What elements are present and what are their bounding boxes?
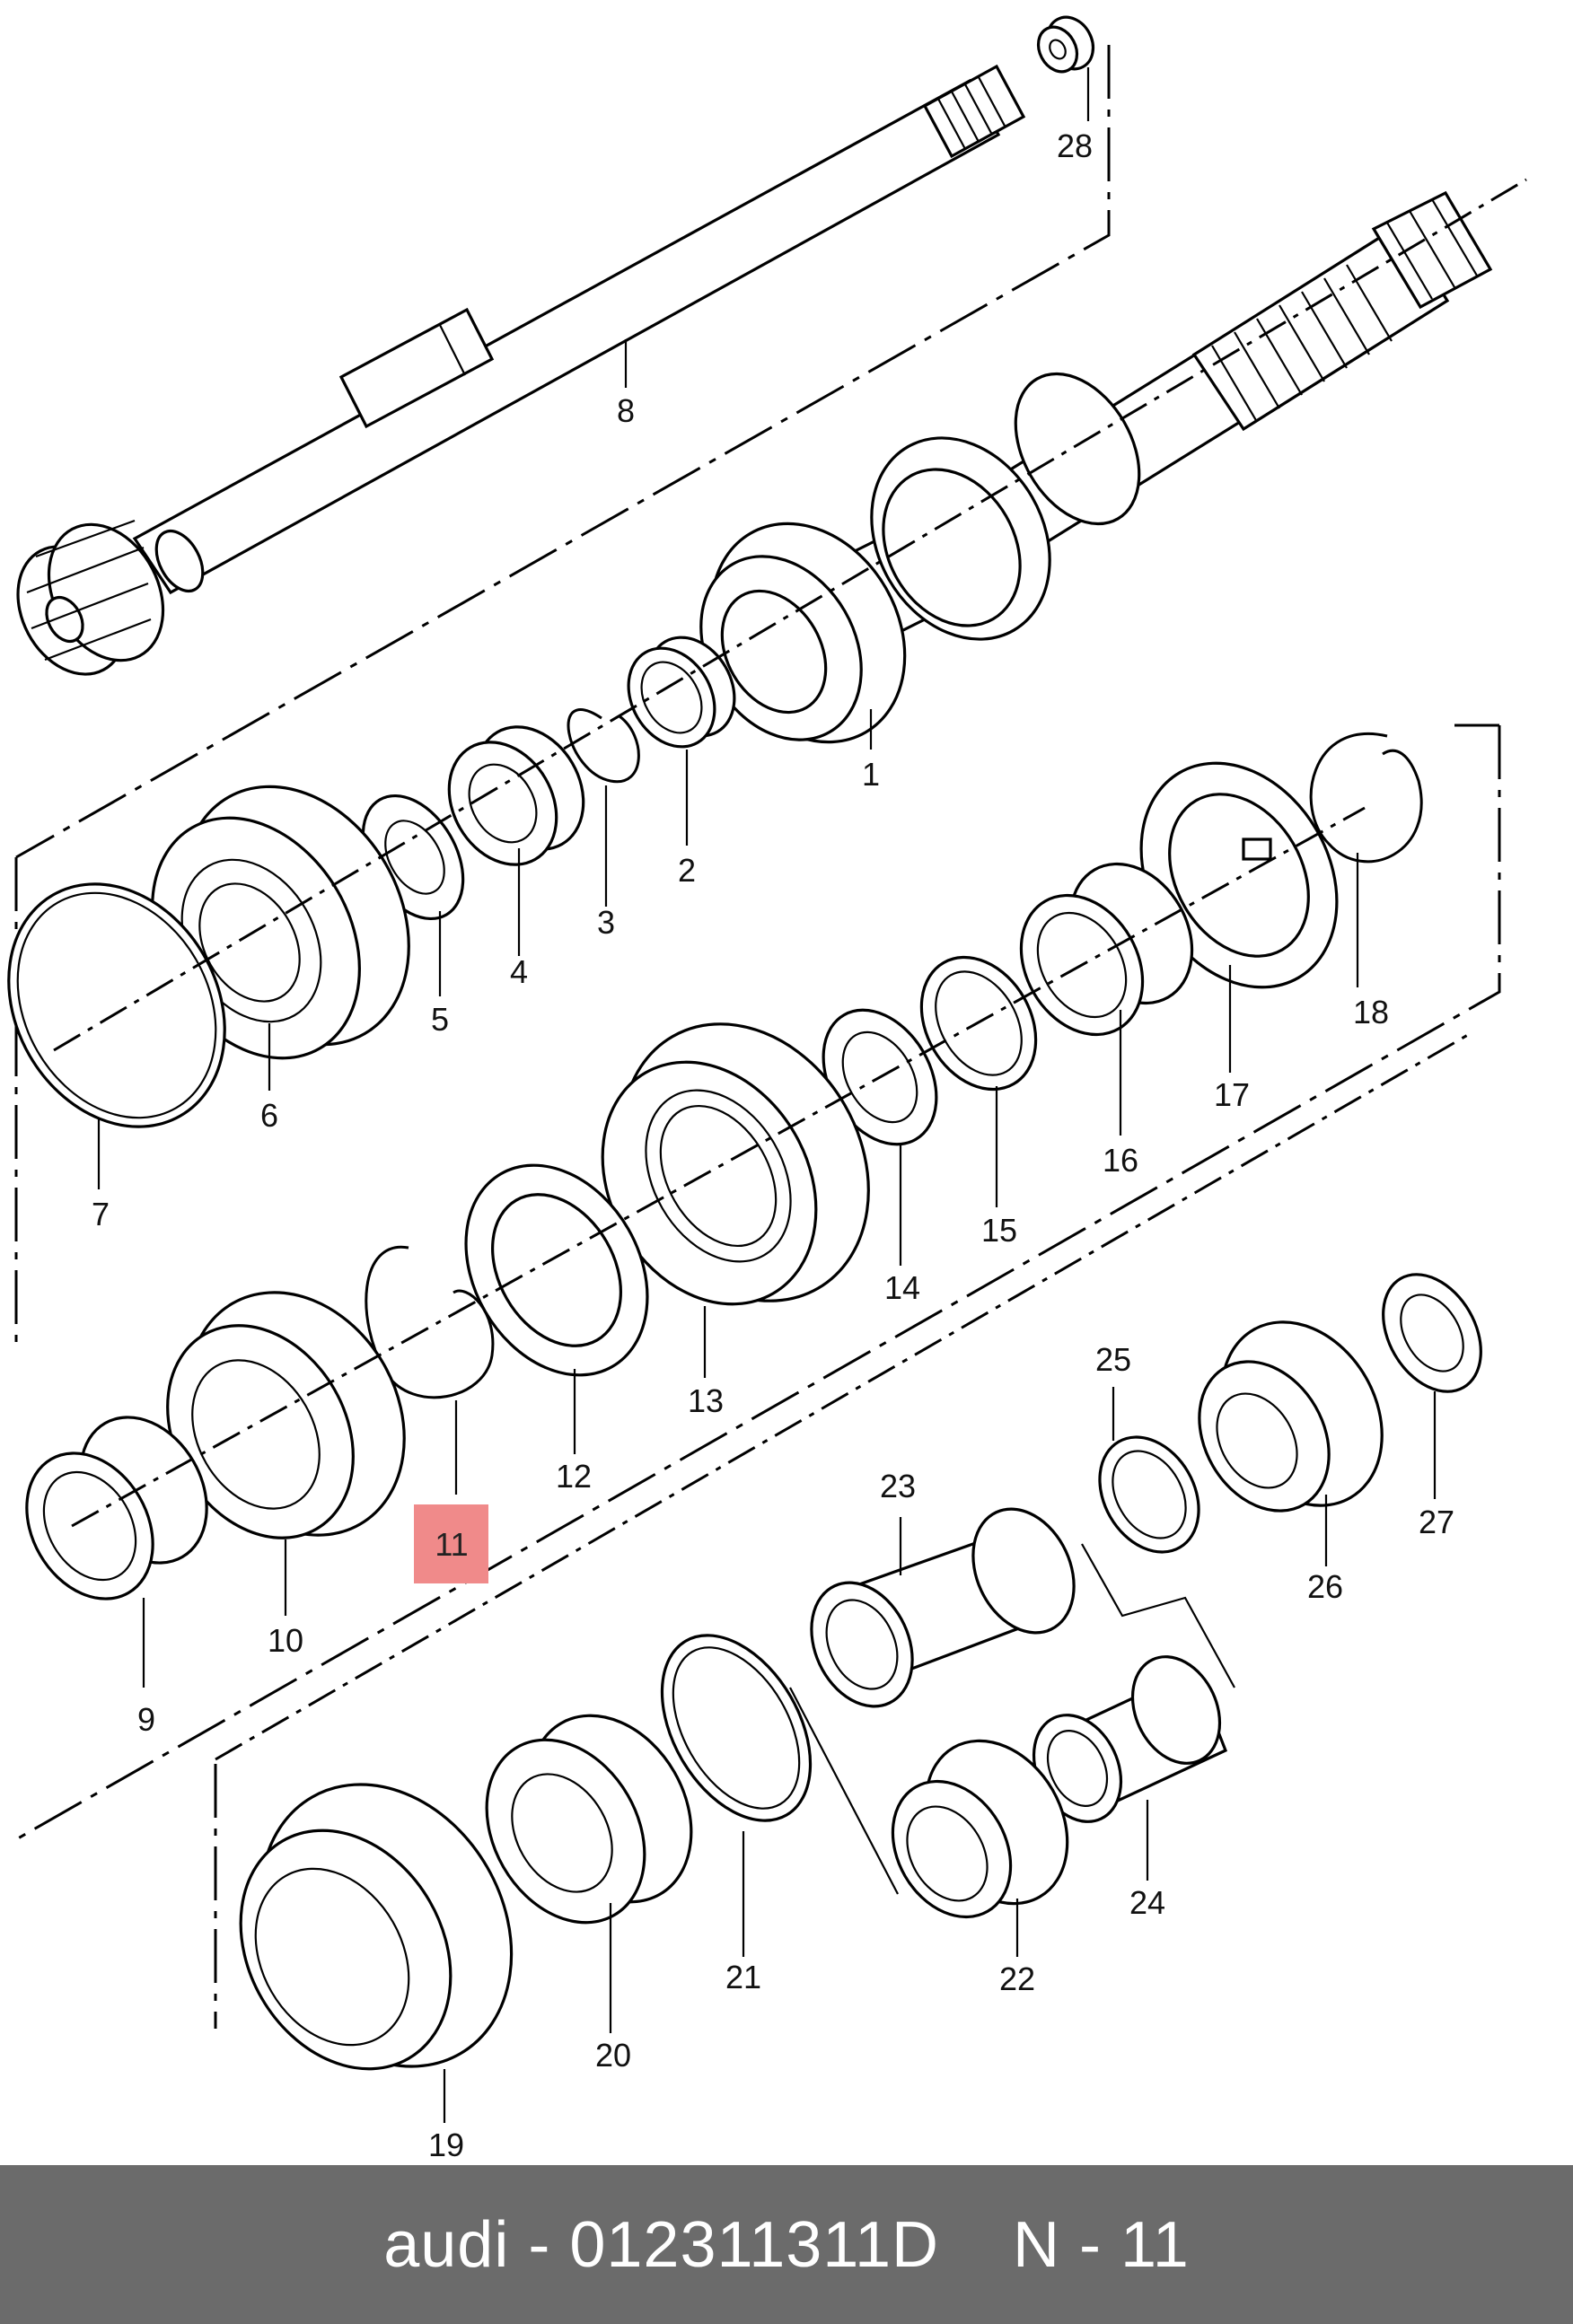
- part-23-sleeve[interactable]: [792, 1493, 1093, 1723]
- callout-3[interactable]: 3: [597, 904, 615, 941]
- callout-10[interactable]: 10: [268, 1622, 303, 1659]
- callout-21[interactable]: 21: [725, 1959, 761, 1995]
- part-25-washer[interactable]: [1080, 1419, 1219, 1570]
- exploded-parts-diagram: 28 8 1 2 3 4 5 6 7 18 17 16 15 14 13 12 …: [0, 9, 1527, 2163]
- reference-number-text: N - 11: [1013, 2208, 1190, 2281]
- callout-8[interactable]: 8: [617, 392, 635, 429]
- callout-13[interactable]: 13: [688, 1382, 724, 1419]
- part-13-gear[interactable]: [560, 979, 918, 1346]
- callout-24[interactable]: 24: [1129, 1884, 1165, 1921]
- input-shaft[interactable]: [836, 190, 1493, 671]
- callout-25[interactable]: 25: [1095, 1341, 1131, 1378]
- callout-14[interactable]: 14: [884, 1269, 920, 1306]
- part-11-circlip[interactable]: [365, 1245, 495, 1399]
- callout-18[interactable]: 18: [1353, 994, 1389, 1030]
- part-27-lock-washer[interactable]: [1363, 1257, 1500, 1408]
- callout-2[interactable]: 2: [678, 852, 696, 889]
- callout-11[interactable]: 11: [435, 1526, 468, 1563]
- callout-23[interactable]: 23: [880, 1468, 916, 1504]
- callout-4[interactable]: 4: [510, 953, 528, 990]
- callout-16[interactable]: 16: [1103, 1142, 1138, 1179]
- part-26-gear[interactable]: [1173, 1293, 1414, 1534]
- part-4-bearing[interactable]: [427, 707, 604, 884]
- part-7-ring[interactable]: [0, 845, 268, 1166]
- callout-19[interactable]: 19: [428, 2127, 464, 2163]
- part-19-gear[interactable]: [198, 1739, 561, 2112]
- part-1-gear[interactable]: [669, 488, 944, 777]
- callout-27[interactable]: 27: [1419, 1504, 1454, 1540]
- part-number-text: audi - 012311311D: [383, 2208, 940, 2281]
- part-22-gear[interactable]: [869, 1715, 1095, 1938]
- callout-17[interactable]: 17: [1214, 1076, 1250, 1113]
- part-20-bearing[interactable]: [455, 1687, 724, 1951]
- callout-12[interactable]: 12: [556, 1458, 592, 1495]
- part-10-gear[interactable]: [130, 1253, 447, 1574]
- callout-26[interactable]: 26: [1307, 1568, 1343, 1605]
- part-12-synchro-ring[interactable]: [429, 1133, 683, 1408]
- callout-15[interactable]: 15: [981, 1212, 1017, 1249]
- callout-9[interactable]: 9: [137, 1701, 155, 1738]
- callout-labels: 28 8 1 2 3 4 5 6 7 18 17 16 15 14 13 12 …: [92, 127, 1454, 2163]
- callout-22[interactable]: 22: [999, 1960, 1035, 1997]
- part-16-needle-bearing[interactable]: [997, 842, 1216, 1057]
- part-9-needle-bearing[interactable]: [2, 1395, 233, 1622]
- part-28-bearing[interactable]: [1031, 9, 1102, 78]
- callout-5[interactable]: 5: [431, 1001, 449, 1038]
- part-6-ball-bearing[interactable]: [110, 746, 454, 1096]
- leader-lines: [97, 67, 1437, 2123]
- highlighted-callout-box: [414, 1504, 488, 1583]
- callout-1[interactable]: 1: [862, 756, 880, 793]
- part-18-circlip[interactable]: [1309, 732, 1423, 864]
- callout-20[interactable]: 20: [595, 2037, 631, 2074]
- part-3-circlip[interactable]: [567, 708, 640, 784]
- callout-6[interactable]: 6: [260, 1097, 278, 1134]
- pinion-shaft[interactable]: [0, 64, 1026, 693]
- part-21-ring[interactable]: [631, 1609, 840, 1846]
- part-number-footer: audi - 012311311D N - 11: [0, 2165, 1573, 2324]
- callout-28[interactable]: 28: [1057, 127, 1093, 164]
- callout-7[interactable]: 7: [92, 1196, 110, 1232]
